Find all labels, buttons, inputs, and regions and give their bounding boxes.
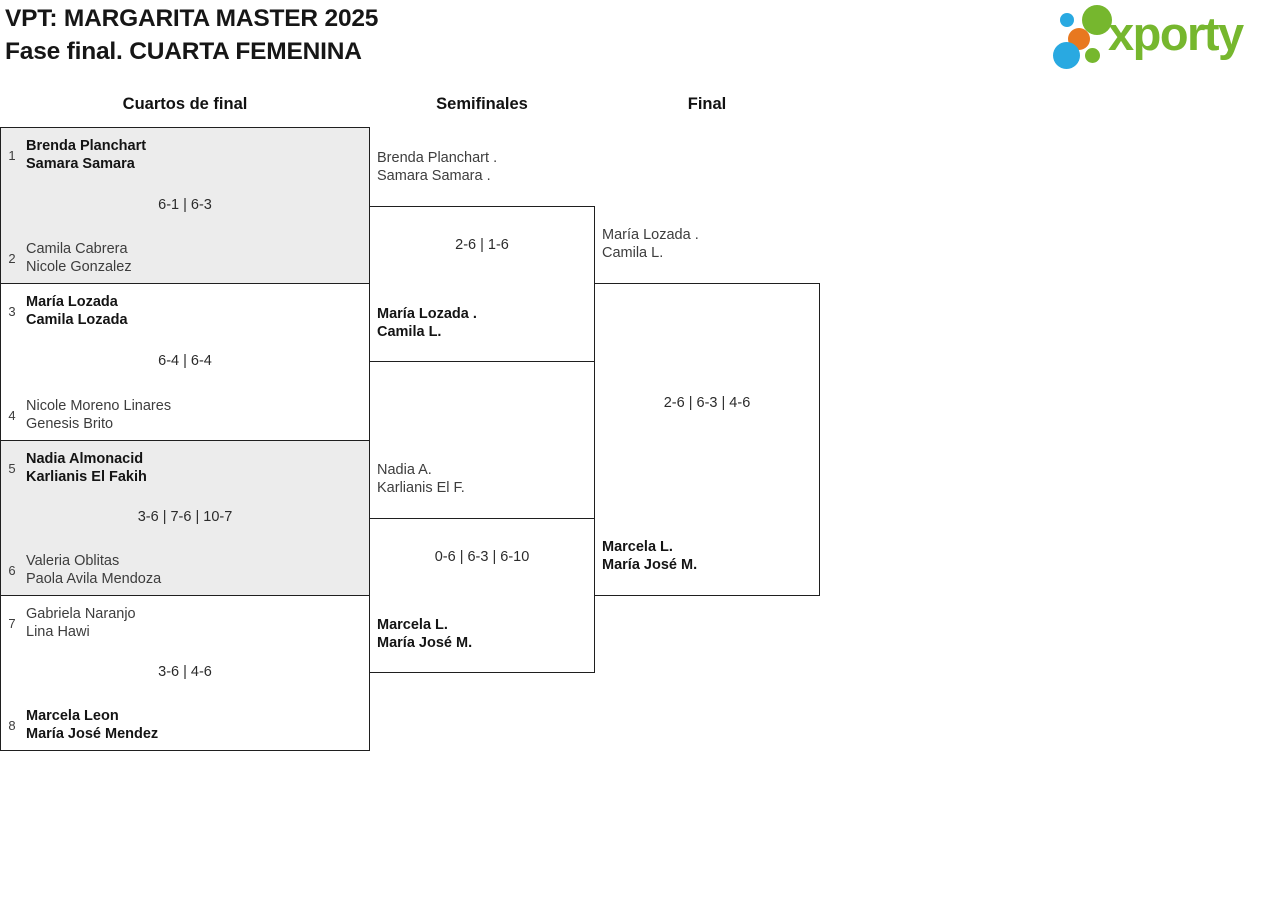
team-lozada-lozada: María Lozada Camila Lozada bbox=[26, 293, 128, 329]
match-box-final bbox=[594, 283, 820, 596]
player-name: Samara Samara . bbox=[377, 168, 491, 184]
team-champion: Marcela L. María José M. bbox=[602, 538, 697, 574]
tournament-title: VPT: MARGARITA MASTER 2025 bbox=[5, 5, 379, 32]
player-name: Paola Avila Mendoza bbox=[26, 571, 162, 587]
seed-number: 8 bbox=[8, 717, 16, 733]
match-score: 3-6 | 4-6 bbox=[158, 664, 212, 680]
player-name: Valeria Oblitas bbox=[26, 553, 120, 569]
player-name: Lina Hawi bbox=[26, 624, 90, 640]
seed-number: 1 bbox=[8, 147, 16, 163]
xporty-logo[interactable]: xporty bbox=[1048, 2, 1276, 70]
player-name: Samara Samara bbox=[26, 156, 135, 172]
column-header-semifinals: Semifinales bbox=[436, 95, 528, 113]
seed-number: 5 bbox=[8, 460, 16, 476]
phase-subtitle: Fase final. CUARTA FEMENINA bbox=[5, 38, 362, 65]
player-name: Brenda Planchart bbox=[26, 138, 147, 154]
seed-number: 6 bbox=[8, 562, 16, 578]
logo-dot-green-large-icon bbox=[1082, 5, 1112, 35]
match-score: 6-1 | 6-3 bbox=[158, 197, 212, 213]
player-name: Nadia Almonacid bbox=[26, 451, 144, 467]
team-nadia-karlianis-sf: Nadia A. Karlianis El F. bbox=[377, 461, 465, 497]
seed-number: 4 bbox=[8, 407, 16, 423]
player-name: Camila L. bbox=[602, 245, 664, 261]
player-name: Nicole Gonzalez bbox=[26, 259, 132, 275]
player-name: Karlianis El F. bbox=[377, 480, 465, 496]
team-camila-nicole: Camila Cabrera Nicole Gonzalez bbox=[26, 240, 132, 276]
logo-dot-blue-small-icon bbox=[1060, 13, 1074, 27]
team-nadia-karlianis: Nadia Almonacid Karlianis El Fakih bbox=[26, 450, 147, 486]
column-header-final: Final bbox=[687, 95, 727, 113]
logo-dot-green-small-icon bbox=[1085, 48, 1100, 63]
player-name: María José M. bbox=[602, 557, 698, 573]
player-name: María José M. bbox=[377, 635, 473, 651]
player-name: Gabriela Naranjo bbox=[26, 606, 136, 622]
match-box-quarterfinal-4 bbox=[0, 595, 370, 751]
player-name: Brenda Planchart . bbox=[377, 150, 498, 166]
player-name: Genesis Brito bbox=[26, 416, 114, 432]
player-name: María Lozada . bbox=[377, 306, 477, 322]
team-oblitas-avila: Valeria Oblitas Paola Avila Mendoza bbox=[26, 552, 161, 588]
player-name: Marcela Leon bbox=[26, 708, 119, 724]
match-score: 3-6 | 7-6 | 10-7 bbox=[137, 509, 233, 525]
player-name: Karlianis El Fakih bbox=[26, 469, 147, 485]
player-name: Nadia A. bbox=[377, 462, 432, 478]
match-score: 0-6 | 6-3 | 6-10 bbox=[434, 549, 530, 565]
player-name: Camila Lozada bbox=[26, 312, 128, 328]
player-name: Marcela L. bbox=[602, 539, 673, 555]
player-name: Nicole Moreno Linares bbox=[26, 398, 172, 414]
logo-dot-blue-large-icon bbox=[1053, 42, 1080, 69]
team-moreno-brito: Nicole Moreno Linares Genesis Brito bbox=[26, 397, 171, 433]
logo-wordmark: xporty bbox=[1108, 7, 1244, 60]
team-brenda-samara: Brenda Planchart Samara Samara bbox=[26, 137, 146, 173]
page-title: VPT: MARGARITA MASTER 2025 Fase final. C… bbox=[5, 2, 378, 68]
column-header-quarterfinals: Cuartos de final bbox=[122, 95, 248, 113]
player-name: Camila L. bbox=[377, 324, 442, 340]
match-score: 2-6 | 1-6 bbox=[455, 237, 509, 253]
team-brenda-samara-sf: Brenda Planchart . Samara Samara . bbox=[377, 149, 497, 185]
team-naranjo-hawi: Gabriela Naranjo Lina Hawi bbox=[26, 605, 136, 641]
team-leon-mendez: Marcela Leon María José Mendez bbox=[26, 707, 158, 743]
player-name: Marcela L. bbox=[377, 617, 448, 633]
match-score: 2-6 | 6-3 | 4-6 bbox=[663, 395, 751, 411]
player-name: María Lozada bbox=[26, 294, 118, 310]
seed-number: 2 bbox=[8, 250, 16, 266]
player-name: María Lozada . bbox=[602, 227, 699, 243]
team-lozada-finalist: María Lozada . Camila L. bbox=[602, 226, 699, 262]
match-score: 6-4 | 6-4 bbox=[158, 353, 212, 369]
match-box-quarterfinal-1 bbox=[0, 127, 370, 284]
team-marcela-maria-sf-winner: Marcela L. María José M. bbox=[377, 616, 472, 652]
player-name: Camila Cabrera bbox=[26, 241, 128, 257]
team-lozada-sf-winner: María Lozada . Camila L. bbox=[377, 305, 477, 341]
player-name: María José Mendez bbox=[26, 726, 159, 742]
seed-number: 3 bbox=[8, 303, 16, 319]
seed-number: 7 bbox=[8, 615, 16, 631]
